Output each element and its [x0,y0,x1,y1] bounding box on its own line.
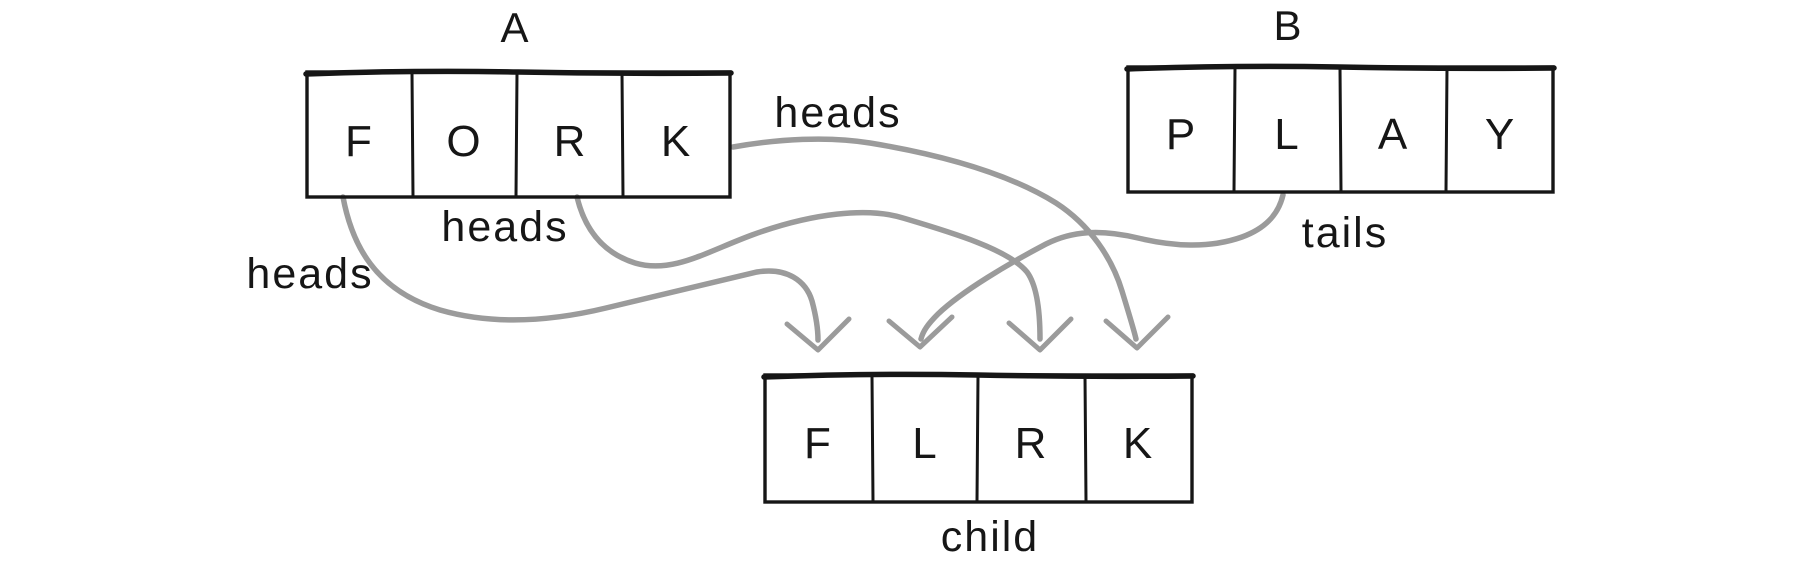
child-cell-r: R [1015,419,1048,468]
child-cell-k: K [1123,419,1153,468]
boxes-layer [303,63,1557,504]
arrow-label-tails: tails [1302,209,1388,257]
arrowhead-child-k-icon [1103,314,1171,351]
child-cell-l: L [912,419,937,468]
arrows-layer [340,136,1286,353]
cell-divider [1444,66,1449,193]
cell-divider [870,374,875,503]
child-title: child [941,513,1039,561]
parent-b-title: B [1273,2,1302,49]
cell-divider [975,374,980,503]
arrow-label-heads-center: heads [441,203,568,251]
parent-b-cell-p: P [1166,110,1196,159]
arrowhead-child-l-icon [886,314,955,350]
text-layer: A B child F O R K P L A Y F L R K heads … [246,2,1515,561]
arrow-a-r-to-child-r [574,194,1043,342]
cell-divider [514,71,519,198]
arrowhead-child-r-icon [1006,316,1074,353]
arrow-label-heads-right: heads [774,89,901,137]
cell-divider [1232,66,1237,193]
parent-b-cell-l: L [1274,110,1299,159]
cell-divider [1338,66,1343,193]
parent-a-cell-o: O [446,117,481,166]
cell-divider [410,71,415,198]
parent-a-cell-r: R [554,117,587,166]
arrowhead-child-f-icon [784,316,852,353]
parent-a-title: A [500,4,529,51]
child-cell-f: F [804,419,832,468]
arrow-label-heads-left: heads [246,250,373,298]
cell-divider [620,71,625,198]
arrow-a-k-to-child-k [730,136,1139,342]
parent-a-box-top-edge [303,68,734,77]
parent-a-cell-k: K [661,117,691,166]
arrow-a-f-to-child-f [340,194,821,343]
parent-a-cell-f: F [345,117,373,166]
arrow-b-l-to-child-l [918,192,1286,342]
parent-b-cell-y: Y [1485,110,1515,159]
cell-divider [1083,374,1088,503]
parent-b-cell-a: A [1378,110,1408,159]
